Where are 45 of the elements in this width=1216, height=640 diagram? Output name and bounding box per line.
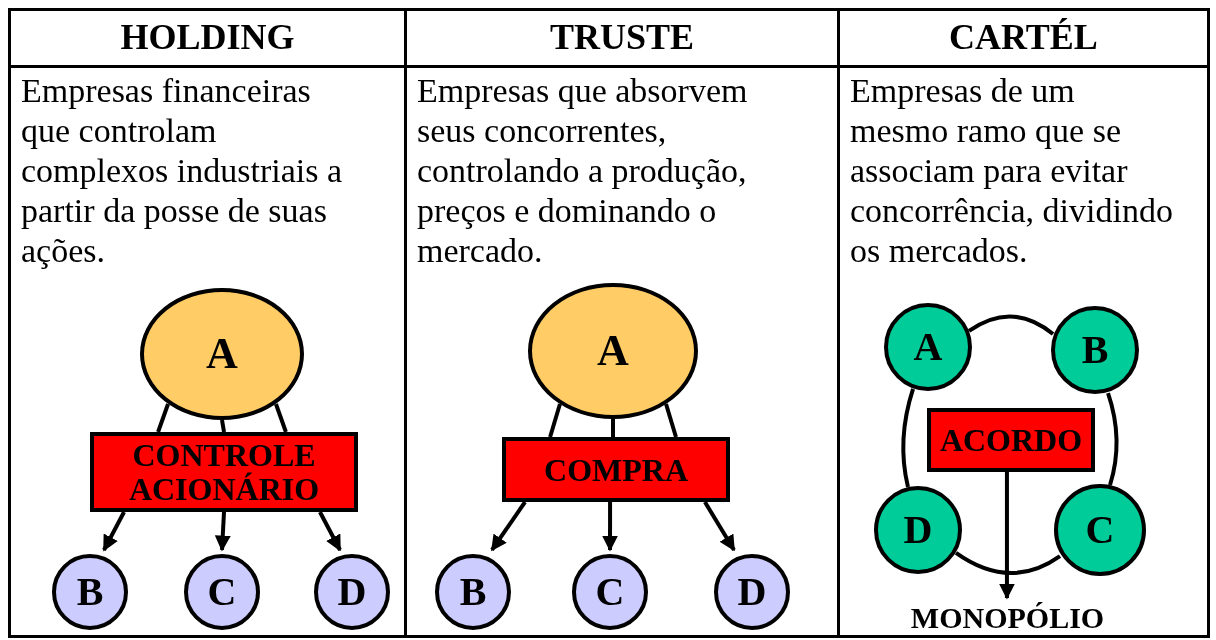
connector-line — [220, 419, 226, 433]
node-label: D — [903, 509, 933, 551]
description-text: Empresas financeiras que controlam complexos industriais a partir da posse de suas ações. — [21, 71, 344, 271]
process-box — [502, 437, 730, 502]
arrow — [602, 502, 618, 552]
connector-line — [901, 388, 915, 488]
result-label: MONOPÓLIO — [910, 601, 1105, 634]
node-label: C — [207, 571, 237, 613]
node-label: B — [459, 571, 487, 613]
column-header: CARTÉL — [840, 11, 1207, 68]
connector-line — [274, 403, 288, 433]
table-column — [404, 8, 840, 638]
description-text: Empresas de um mesmo ramo que se associam para evitar concorrência, dividindo os mercados. — [850, 71, 1174, 271]
arrow — [490, 500, 527, 552]
connector-line — [1106, 392, 1119, 486]
node-label: ACORDO — [939, 423, 1083, 457]
column-header: TRUSTE — [407, 11, 837, 68]
node-label: D — [737, 571, 767, 613]
connector-line — [611, 419, 616, 437]
arrow — [318, 511, 342, 552]
node-label: A — [913, 326, 943, 368]
arrow — [214, 511, 231, 552]
process-box — [927, 408, 1095, 472]
node-label: C — [1085, 509, 1115, 551]
node-label: COMPRA — [544, 452, 688, 487]
connector-line — [954, 551, 1062, 575]
node-label: A — [597, 328, 629, 374]
node-label: A — [206, 331, 238, 377]
connector-line — [548, 403, 562, 438]
arrow — [102, 511, 126, 552]
node-label: B — [1081, 329, 1109, 371]
connector-line — [967, 314, 1055, 336]
connector-line — [156, 403, 170, 433]
description-text: Empresas que absorvem seus concorrentes, controlando a produção, preços e dominando o mercado. — [417, 71, 749, 271]
table-column — [837, 8, 1210, 638]
connector-line — [664, 403, 678, 438]
node-label: B — [76, 571, 104, 613]
arrow — [998, 472, 1015, 600]
table-column — [8, 8, 407, 638]
node-label: CONTROLE ACIONÁRIO — [127, 438, 321, 506]
node-label: C — [595, 571, 625, 613]
node-label: D — [337, 571, 367, 613]
process-box — [90, 432, 358, 512]
arrow — [703, 500, 736, 552]
column-header: HOLDING — [11, 11, 404, 68]
